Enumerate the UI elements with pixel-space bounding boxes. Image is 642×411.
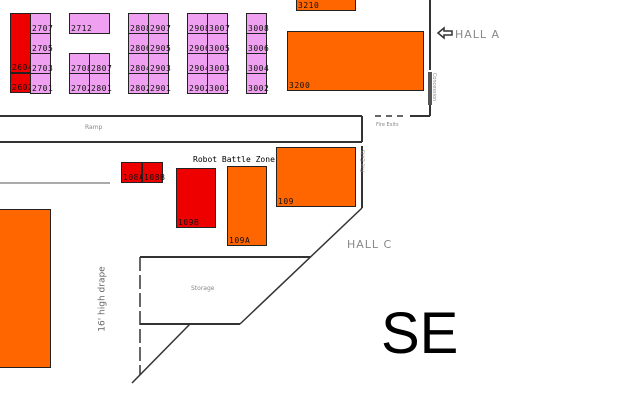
concession-label: Concession xyxy=(431,72,438,102)
booth-2904[interactable]: 2904 xyxy=(187,53,210,74)
hall-a-label: HALL A xyxy=(455,28,501,41)
booth-2604[interactable]: 2604 xyxy=(10,13,33,73)
booth-109b[interactable]: 109B xyxy=(176,168,216,228)
booth-109a[interactable]: 109A xyxy=(227,166,267,246)
booth-3008[interactable]: 3008 xyxy=(246,13,269,34)
booth-2703[interactable]: 2703 xyxy=(30,53,53,74)
fire-exits-label: Fire Exits xyxy=(376,122,399,128)
booth-3001[interactable]: 3001 xyxy=(207,73,230,94)
booth-3200[interactable]: 3200 xyxy=(287,31,424,91)
booth-2801[interactable]: 2801 xyxy=(89,73,112,94)
arrow-left-icon xyxy=(436,26,453,40)
booth-2902[interactable]: 2902 xyxy=(187,73,210,94)
drape-label: 16' high drape xyxy=(97,266,108,332)
booth-108b[interactable]: 108B xyxy=(142,162,165,183)
booth-3006[interactable]: 3006 xyxy=(246,33,269,54)
storage-label: Storage xyxy=(191,285,215,292)
booth-2708[interactable]: 2708 xyxy=(69,53,92,74)
booth-2802[interactable]: 2802 xyxy=(128,73,151,94)
booth-2905[interactable]: 2905 xyxy=(148,33,171,54)
booth-109[interactable]: 109 xyxy=(276,147,356,207)
booth-2707[interactable]: 2707 xyxy=(30,13,53,34)
booth-2806[interactable]: 2806 xyxy=(128,33,151,54)
booth-3002[interactable]: 3002 xyxy=(246,73,269,94)
booth-2705[interactable]: 2705 xyxy=(30,33,53,54)
ramp-label: Ramp xyxy=(85,124,103,131)
booth-2808[interactable]: 2808 xyxy=(128,13,151,34)
booth-3210[interactable]: 3210 xyxy=(296,0,356,11)
booth-left-orange[interactable] xyxy=(0,209,51,368)
booth-2602[interactable]: 2602 xyxy=(10,73,33,93)
booth-2702[interactable]: 2702 xyxy=(69,73,92,94)
booth-3004[interactable]: 3004 xyxy=(246,53,269,74)
booth-3005[interactable]: 3005 xyxy=(207,33,230,54)
booth-2701[interactable]: 2701 xyxy=(30,73,53,94)
booth-2903[interactable]: 2903 xyxy=(148,53,171,74)
fire-exits-side-label: Fire Exits xyxy=(360,149,367,173)
booth-2807[interactable]: 2807 xyxy=(89,53,112,74)
robot-battle-zone-label: Robot Battle Zone xyxy=(193,155,275,164)
hall-c-label: HALL C xyxy=(347,238,393,251)
booth-2712[interactable]: 2712 xyxy=(69,13,110,34)
booth-2901[interactable]: 2901 xyxy=(148,73,171,94)
booth-3003[interactable]: 3003 xyxy=(207,53,230,74)
booth-108a[interactable]: 108A xyxy=(121,162,144,183)
booth-2908[interactable]: 2908 xyxy=(187,13,210,34)
booth-2907[interactable]: 2907 xyxy=(148,13,171,34)
booth-2906[interactable]: 2906 xyxy=(187,33,210,54)
booth-3007[interactable]: 3007 xyxy=(207,13,230,34)
section-label: SE xyxy=(381,301,459,366)
booth-2804[interactable]: 2804 xyxy=(128,53,151,74)
